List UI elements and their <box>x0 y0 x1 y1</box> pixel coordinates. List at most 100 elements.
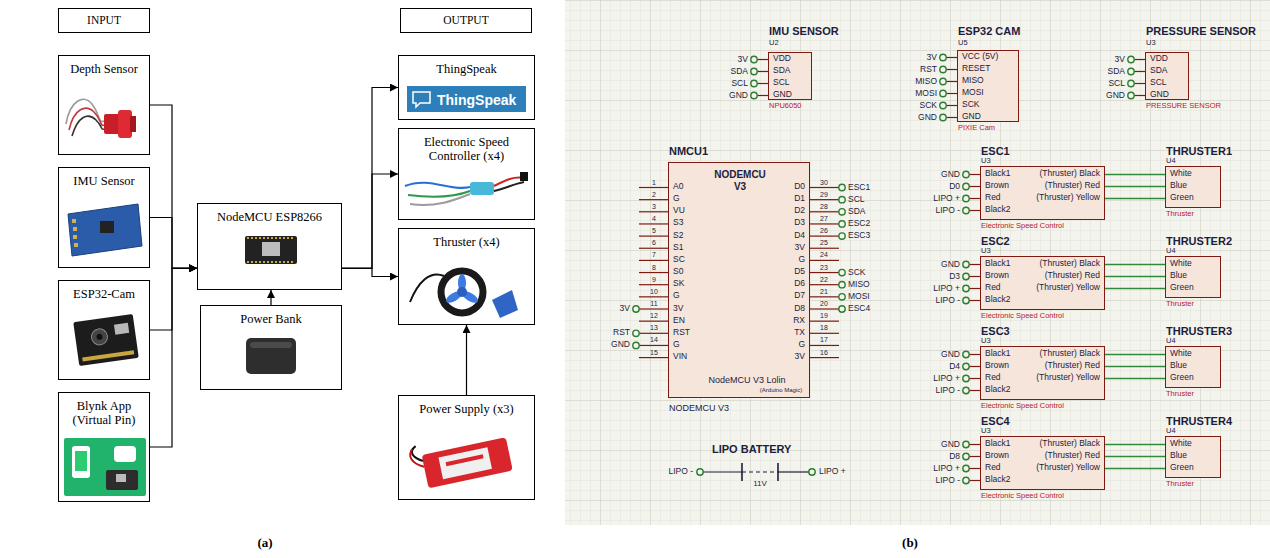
label-slot: LIPO + <box>933 194 960 204</box>
chip-label: NodeMCU V3 Lolin <box>708 375 785 385</box>
pin-stub <box>639 345 668 346</box>
text-slot: SK <box>673 279 684 289</box>
text-slot: (Thruster) Yellow <box>1036 373 1100 383</box>
pin-stub <box>810 236 839 237</box>
text-slot: PIXIE Cam <box>958 124 995 133</box>
text-slot: PRESSURE SENSOR <box>1146 102 1221 111</box>
text-slot: U3 <box>981 337 991 346</box>
flow-arrow <box>342 88 398 269</box>
label-slot: SCL <box>731 79 748 89</box>
pin-number: 25 <box>820 239 828 247</box>
text-slot: SDA <box>1150 66 1167 76</box>
label-slot: RST <box>920 65 937 75</box>
pin-number: 29 <box>820 191 828 199</box>
text-slot: S3 <box>673 219 683 229</box>
part-title: ESC1 <box>981 145 1010 158</box>
battery-cells <box>742 471 778 472</box>
pin-stub <box>969 468 980 469</box>
label-slot: 30 <box>820 178 828 186</box>
pin-name: VCC (5V) <box>962 52 998 62</box>
label-slot: MOSI <box>848 292 870 302</box>
label-slot: 7 <box>652 251 656 259</box>
label-slot: ESC4 <box>848 304 870 314</box>
label-slot: (a) <box>257 536 272 551</box>
pin-number: 1 <box>652 178 656 186</box>
label-slot: SCK <box>848 268 865 278</box>
part-value: Electronic Speed Control <box>981 492 1064 501</box>
label-slot: 14 <box>650 336 658 344</box>
pin-name: S1 <box>673 243 683 253</box>
text-slot: White <box>1170 259 1192 269</box>
text-slot: Black2 <box>985 475 1011 485</box>
pin-name: D3 <box>794 219 805 229</box>
terminal-label: D4 <box>949 362 960 372</box>
pin-name: (Thruster) Yellow <box>1036 283 1100 293</box>
pin-stub <box>639 357 668 358</box>
text-slot: GND <box>1150 90 1169 100</box>
header-box: OUTPUT <box>400 8 532 33</box>
pin-name: Brown <box>985 361 1009 371</box>
pin-stub <box>810 199 839 200</box>
pin-name: White <box>1170 169 1192 179</box>
power-bank-picture <box>246 338 296 374</box>
pin-name: D0 <box>794 182 805 192</box>
pin-name: Black1 <box>985 169 1011 179</box>
terminal <box>963 195 969 201</box>
label-slot: LIPO + <box>819 467 846 477</box>
pin-number: 30 <box>820 178 828 186</box>
label-slot: 27 <box>820 215 828 223</box>
pin-number: 10 <box>650 288 658 296</box>
panel-label: (b) <box>902 536 918 551</box>
text-slot: G <box>673 340 680 350</box>
pin-name: Red <box>985 193 1001 203</box>
text-slot: Electronic Speed Controller (x4) <box>406 135 528 164</box>
pin-stub <box>969 174 980 175</box>
pin-name: Black2 <box>985 475 1011 485</box>
terminal <box>963 477 969 483</box>
terminal-label: D8 <box>949 452 960 462</box>
label-slot: 8 <box>652 264 656 272</box>
pin-name: Red <box>985 373 1001 383</box>
text-slot: Depth Sensor <box>70 62 138 76</box>
text-slot: GND <box>773 90 792 100</box>
part-title: LIPO BATTERY <box>712 443 791 456</box>
esc-picture-part <box>410 194 470 205</box>
terminal <box>940 90 946 96</box>
terminal <box>963 207 969 213</box>
label-slot: GND <box>611 341 630 351</box>
schematic-symbols <box>633 54 1145 483</box>
flow-arrow <box>150 268 197 447</box>
pin-name: (Thruster) Red <box>1045 451 1100 461</box>
part-ref: U3 <box>1146 39 1156 48</box>
lipo-battery-picture-part <box>446 454 484 466</box>
wire <box>1105 444 1165 446</box>
esc-picture <box>405 172 528 205</box>
pin-name: Blue <box>1170 361 1187 371</box>
pin-name: Black2 <box>985 295 1011 305</box>
pin-number: 12 <box>650 312 658 320</box>
label-slot: LIPO + <box>933 464 960 474</box>
text-slot: VDD <box>773 54 791 64</box>
flow-arrow <box>150 218 197 269</box>
pin-number: 14 <box>650 336 658 344</box>
terminal <box>751 92 757 98</box>
pin-number: 5 <box>652 227 656 235</box>
text-slot: Brown <box>985 361 1009 371</box>
text-slot: 3V <box>795 243 805 253</box>
flow-arrow <box>342 268 398 276</box>
part-title: THRUSTER4 <box>1166 415 1232 428</box>
pin-name: D1 <box>794 194 805 204</box>
part-title: THRUSTER3 <box>1166 325 1232 338</box>
part-title: ESC3 <box>981 325 1010 338</box>
part-title: ESC4 <box>981 415 1010 428</box>
terminal-label: LIPO - <box>935 476 960 486</box>
wire <box>1105 366 1165 368</box>
box-label: Electronic Speed Controller (x4) <box>406 135 528 164</box>
text-slot: Power Bank <box>240 312 301 326</box>
part-ref: U3 <box>981 247 991 256</box>
label-slot: GND <box>729 91 748 101</box>
imu-sensor-picture-part <box>73 227 77 231</box>
text-slot: Black1 <box>985 169 1011 179</box>
pin-stub <box>810 357 839 358</box>
label-slot: LIPO - <box>935 296 960 306</box>
